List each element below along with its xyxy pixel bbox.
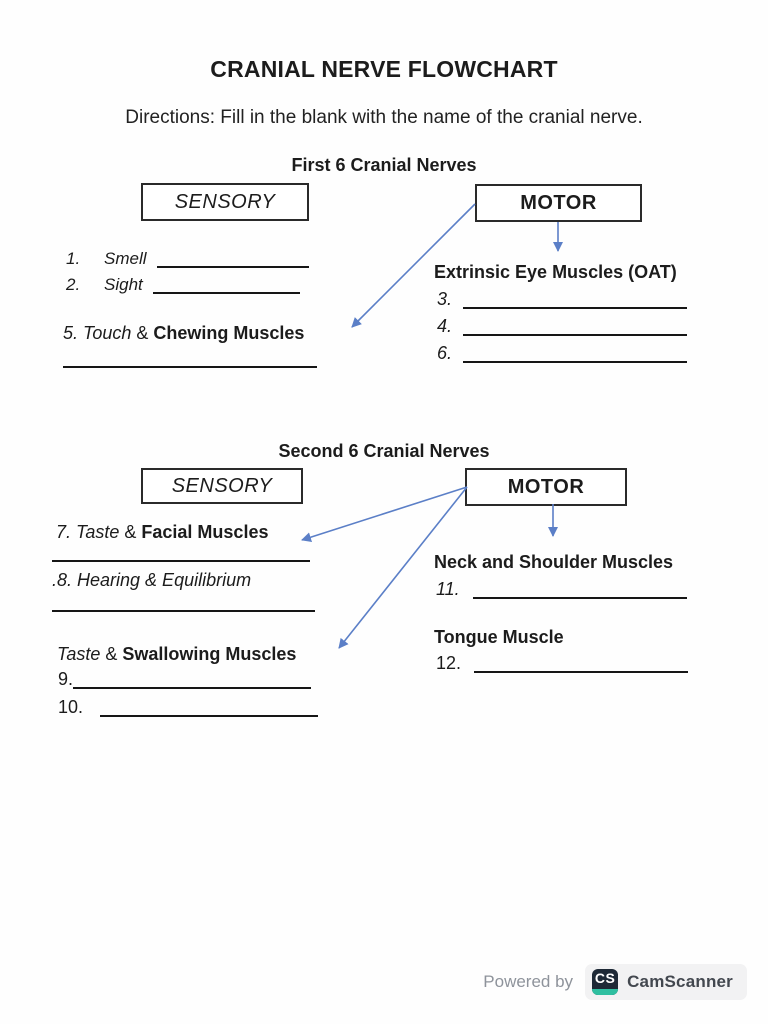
item-number: 3. — [437, 289, 453, 309]
arrow-motor2-to-facial-icon — [301, 486, 468, 543]
neck-shoulder-heading: Neck and Shoulder Muscles — [434, 552, 674, 572]
fill-blank-2 — [153, 275, 301, 294]
item-label-bold: Facial Muscles — [141, 522, 269, 542]
section2-motor-label: MOTOR — [507, 475, 585, 498]
list-item-12: 12. — [436, 653, 689, 674]
fill-blank-4 — [463, 316, 688, 336]
item-label: Sight — [104, 275, 143, 294]
list-item-11: 11. — [436, 579, 688, 600]
section1-motor-box: MOTOR — [475, 184, 642, 222]
list-item-taste-swallowing: Taste&Swallowing Muscles — [57, 644, 296, 665]
list-item-3: 3. — [437, 289, 688, 310]
list-item-hearing: .8. Hearing & Equilibrium — [52, 570, 252, 590]
fill-blank-7 — [52, 560, 310, 562]
camscanner-brand-text: CamScanner — [627, 972, 733, 991]
section1-motor-label: MOTOR — [520, 191, 597, 214]
fill-blank-6 — [463, 343, 688, 363]
camscanner-badge[interactable]: CS CamScanner — [585, 964, 747, 1000]
fill-blank-11 — [473, 579, 688, 599]
item-number: 4. — [437, 316, 453, 336]
item-number: 10. — [58, 697, 84, 717]
page-title: CRANIAL NERVE FLOWCHART — [210, 56, 558, 82]
powered-by-text: Powered by — [483, 972, 574, 991]
list-item-4: 4. — [437, 316, 688, 337]
list-item-sight: 2. Sight — [66, 275, 301, 295]
fill-blank-9 — [73, 669, 312, 689]
ampersand: & — [124, 522, 137, 542]
section1-heading: First 6 Cranial Nerves — [291, 155, 477, 175]
item-number: 9. — [58, 669, 74, 689]
section2-motor-box: MOTOR — [465, 468, 627, 506]
list-item-taste-facial: 7. Taste&Facial Muscles — [56, 522, 268, 543]
item-label-italic: Taste — [57, 644, 101, 664]
item-label-italic: 5. Touch — [63, 323, 132, 343]
fill-blank-3 — [463, 289, 688, 309]
fill-blank-1 — [157, 249, 310, 268]
tongue-heading: Tongue Muscle — [434, 627, 564, 647]
section2-heading: Second 6 Cranial Nerves — [278, 441, 490, 461]
list-item-10: 10. — [58, 697, 318, 718]
item-number: 2. — [66, 275, 81, 294]
item-number: 6. — [437, 343, 453, 363]
extrinsic-eye-heading: Extrinsic Eye Muscles (OAT) — [434, 262, 677, 282]
item-label-italic: 7. Taste — [56, 522, 120, 542]
camscanner-footer: Powered by CS CamScanner — [483, 964, 747, 1000]
section1-sensory-label: SENSORY — [174, 190, 276, 213]
ampersand: & — [136, 323, 149, 343]
camscanner-logo-band — [592, 989, 619, 995]
ampersand: & — [105, 644, 118, 664]
section2-sensory-box: SENSORY — [141, 468, 303, 504]
list-item-6: 6. — [437, 343, 688, 364]
item-label: Smell — [104, 249, 147, 268]
list-item-9: 9. — [58, 669, 312, 690]
fill-blank-5 — [63, 366, 317, 368]
section1-sensory-box: SENSORY — [141, 183, 309, 221]
item-number: 12. — [436, 653, 462, 673]
item-number: 1. — [66, 249, 81, 268]
item-number: 11. — [436, 579, 460, 599]
item-label-bold: Swallowing Muscles — [122, 644, 297, 664]
section2-sensory-label: SENSORY — [171, 474, 273, 497]
item-label-bold: Chewing Muscles — [153, 323, 305, 343]
fill-blank-8 — [52, 610, 315, 612]
fill-blank-10 — [100, 697, 318, 717]
list-item-smell: 1. Smell — [66, 249, 310, 269]
camscanner-logo-icon: CS — [592, 969, 619, 995]
camscanner-logo-text: CS — [594, 970, 616, 986]
list-item-touch-chewing: 5. Touch&Chewing Muscles — [63, 323, 304, 344]
fill-blank-12 — [474, 653, 689, 673]
directions-text: Directions: Fill in the blank with the n… — [125, 107, 643, 128]
